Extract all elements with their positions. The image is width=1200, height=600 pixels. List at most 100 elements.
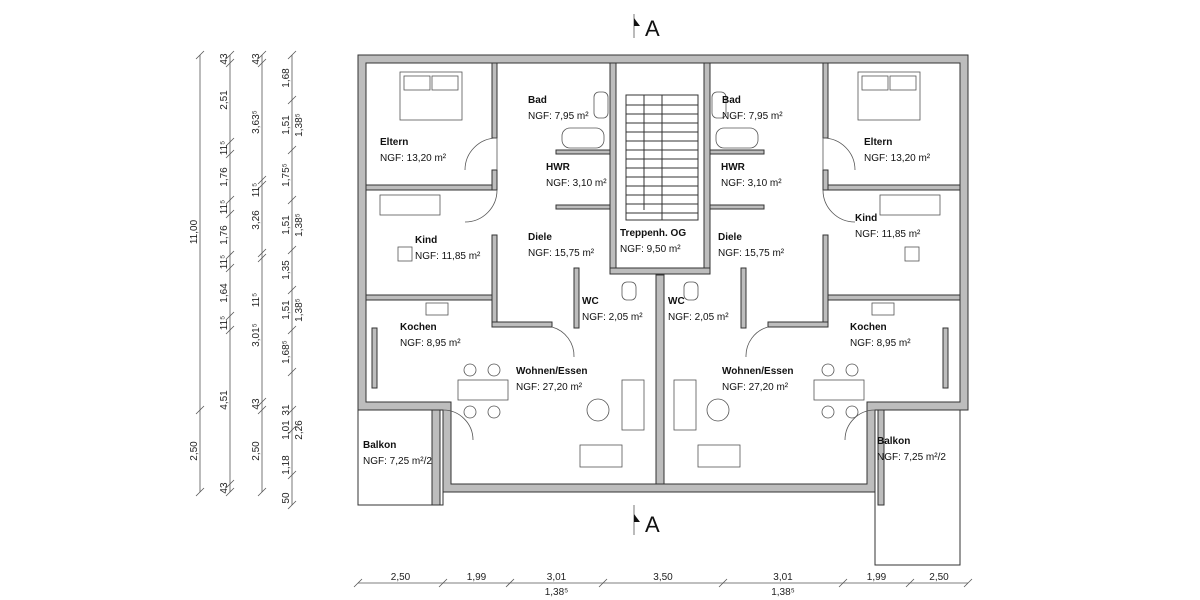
room-name: Balkon (877, 436, 910, 447)
dimension-tick (287, 50, 297, 60)
room-name: Eltern (864, 137, 892, 148)
room-name: Diele (528, 232, 552, 243)
dimension-label: 2,26 (294, 420, 305, 440)
room-name: Balkon (363, 440, 396, 451)
dimension-tick (257, 397, 267, 407)
dimension-label: 1,68 (281, 68, 292, 88)
dimension-label: 43 (219, 482, 230, 494)
room-area: NGF: 27,20 m² (516, 382, 583, 393)
dimension-label: 1,99 (467, 572, 487, 583)
dimension-label: 50 (281, 492, 292, 504)
room-area: NGF: 8,95 m² (400, 338, 461, 349)
dimension-label: 1,64 (219, 283, 230, 303)
room-name: Kind (855, 213, 877, 224)
dimension-tick (287, 470, 297, 480)
furniture (379, 71, 941, 468)
dimension-tick (225, 58, 235, 68)
dimension-label: 1,35 (281, 260, 292, 280)
doors (442, 137, 876, 441)
dimension-label: 1,38⁵ (294, 113, 305, 137)
dimension-tick (598, 578, 608, 588)
section-marker-bottom: A (633, 505, 660, 537)
dimension-tick (195, 487, 205, 497)
dimension-tick (287, 95, 297, 105)
room-name: Kind (415, 235, 437, 246)
room-label: HWR NGF: 3,10 m² (546, 162, 607, 189)
dimension-tick (257, 180, 267, 190)
staircase (625, 94, 699, 221)
dimension-label: 3,01 (773, 572, 793, 583)
dimension-label: 3,26 (251, 210, 262, 230)
room-name: Eltern (380, 137, 408, 148)
room-area: NGF: 9,50 m² (620, 244, 681, 255)
dimension-tick (225, 479, 235, 489)
dimension-tick (225, 209, 235, 219)
dimension-tick (353, 578, 363, 588)
dimension-tick (838, 578, 848, 588)
dimension-tick (225, 195, 235, 205)
dimension-label: 1,38⁵ (294, 213, 305, 237)
dimension-tick (225, 250, 235, 260)
dimension-label: 1,76 (219, 225, 230, 245)
room-name: Wohnen/Essen (516, 366, 588, 377)
room-area: NGF: 7,25 m²/2 (877, 452, 946, 463)
room-area: NGF: 7,95 m² (722, 111, 783, 122)
room-area: NGF: 2,05 m² (582, 312, 643, 323)
dimension-label: 11⁵ (219, 255, 230, 270)
dimension-label: 11,00 (189, 219, 200, 244)
dimension-label: 1,01 (281, 420, 292, 440)
dimension-label: 11⁵ (251, 183, 262, 198)
dimension-tick (287, 367, 297, 377)
dimension-tick (225, 137, 235, 147)
room-area: NGF: 11,85 m² (415, 251, 481, 262)
dimension-label: 2,50 (929, 572, 949, 583)
room-name: HWR (546, 162, 571, 173)
dimension-label: 11⁵ (219, 141, 230, 156)
dimension-tick (257, 248, 267, 258)
room-name: Bad (722, 95, 741, 106)
room-area: NGF: 27,20 m² (722, 382, 789, 393)
dimension-tick (438, 578, 448, 588)
dimension-tick (287, 245, 297, 255)
room-name: Diele (718, 232, 742, 243)
room-area: NGF: 3,10 m² (546, 178, 607, 189)
dimension-tick (287, 195, 297, 205)
dimension-tick (257, 58, 267, 68)
dimension-tick (257, 175, 267, 185)
room-name: Bad (528, 95, 547, 106)
room-name: WC (582, 296, 599, 307)
dimension-tick (963, 578, 973, 588)
dimension-label: 1,51 (281, 300, 292, 320)
dimension-label: 1,68⁵ (281, 340, 292, 364)
dimension-label: 11⁵ (251, 293, 262, 308)
dimension-label: 2,50 (391, 572, 411, 583)
dimension-label: 43 (251, 398, 262, 410)
dimension-tick (225, 50, 235, 60)
dimension-label: 1,38⁵ (294, 298, 305, 322)
dimension-tick (505, 578, 515, 588)
dimension-tick (287, 285, 297, 295)
room-name: Kochen (400, 322, 437, 333)
dimension-label: 2,50 (189, 441, 200, 461)
room-area: NGF: 2,05 m² (668, 312, 729, 323)
room-name: HWR (721, 162, 746, 173)
dimension-label: 11⁵ (219, 200, 230, 215)
dimension-label: 2,50 (251, 441, 262, 461)
room-name: WC (668, 296, 685, 307)
room-area: NGF: 7,25 m²/2 (363, 456, 432, 467)
dimension-tick (225, 311, 235, 321)
